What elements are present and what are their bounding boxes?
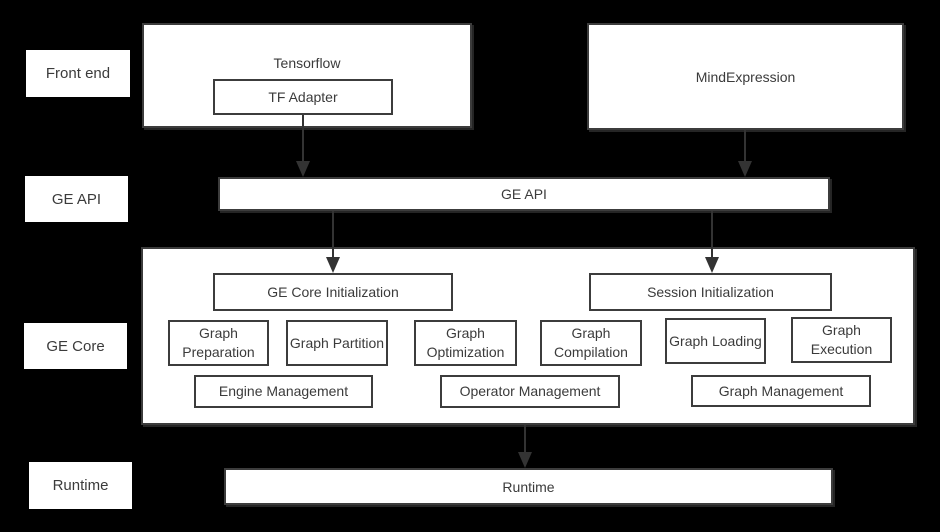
tensorflow-title: Tensorflow — [273, 55, 341, 71]
arrow-ge-api-to-session-init — [705, 211, 719, 273]
engine-management-box: Engine Management — [194, 375, 373, 408]
graph-management-box: Graph Management — [691, 375, 871, 407]
graph-execution-box: Graph Execution — [791, 317, 892, 363]
operator-management-box: Operator Management — [440, 375, 620, 408]
runtime-bar: Runtime — [224, 468, 833, 505]
graph-optimization-box: Graph Optimization — [414, 320, 517, 366]
side-label-ge-api: GE API — [25, 176, 128, 222]
arrow-ge-core-to-runtime — [518, 425, 532, 468]
graph-loading-box: Graph Loading — [665, 318, 766, 364]
arrow-mindexpression-to-ge-api — [738, 130, 752, 177]
side-label-runtime: Runtime — [29, 462, 132, 509]
side-label-ge-core: GE Core — [24, 323, 127, 369]
graph-partition-box: Graph Partition — [286, 320, 388, 366]
mindexpression-box: MindExpression — [587, 23, 904, 130]
arrow-ge-api-to-ge-core-init — [326, 211, 340, 273]
arrow-tf-adapter-to-ge-api — [296, 115, 310, 177]
graph-compilation-box: Graph Compilation — [540, 320, 642, 366]
ge-api-bar: GE API — [218, 177, 830, 211]
tensorflow-box: Tensorflow TF Adapter — [142, 23, 472, 128]
tf-adapter-box: TF Adapter — [213, 79, 393, 115]
session-initialization-box: Session Initialization — [589, 273, 832, 311]
graph-preparation-box: Graph Preparation — [168, 320, 269, 366]
ge-core-initialization-box: GE Core Initialization — [213, 273, 453, 311]
side-label-front-end: Front end — [26, 50, 130, 97]
